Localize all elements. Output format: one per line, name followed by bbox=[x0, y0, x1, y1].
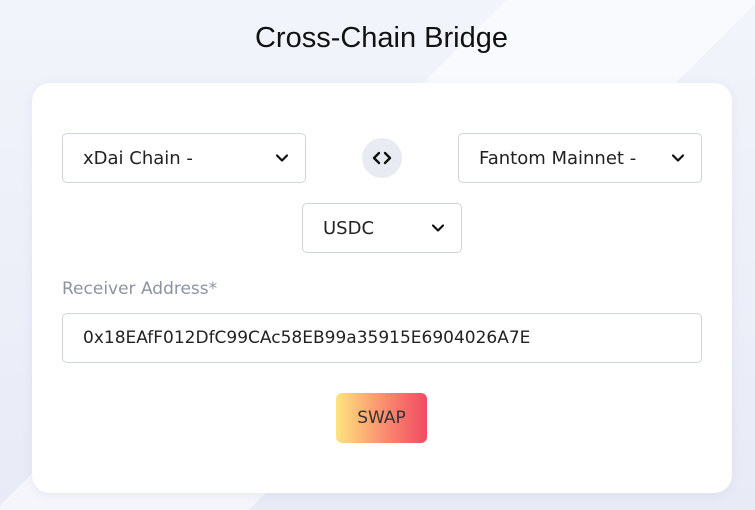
from-chain-select[interactable]: xDai Chain - bbox=[62, 133, 306, 183]
page-title: Cross-Chain Bridge bbox=[254, 22, 509, 54]
chevron-down-icon bbox=[431, 224, 445, 232]
receiver-address-label: Receiver Address* bbox=[62, 279, 218, 299]
token-select[interactable]: USDC bbox=[302, 203, 462, 253]
from-chain-label: xDai Chain - bbox=[83, 147, 193, 169]
swap-button[interactable]: SWAP bbox=[336, 393, 427, 443]
code-brackets-icon bbox=[372, 151, 392, 165]
to-chain-label: Fantom Mainnet - bbox=[479, 147, 637, 169]
chevron-down-icon bbox=[671, 154, 685, 162]
chevron-down-icon bbox=[275, 154, 289, 162]
bridge-card: xDai Chain - Fantom Mainnet - USDC Recei… bbox=[32, 83, 732, 493]
to-chain-select[interactable]: Fantom Mainnet - bbox=[458, 133, 702, 183]
receiver-address-input[interactable] bbox=[62, 313, 702, 363]
token-label: USDC bbox=[323, 217, 375, 239]
switch-chains-button[interactable] bbox=[362, 138, 402, 178]
